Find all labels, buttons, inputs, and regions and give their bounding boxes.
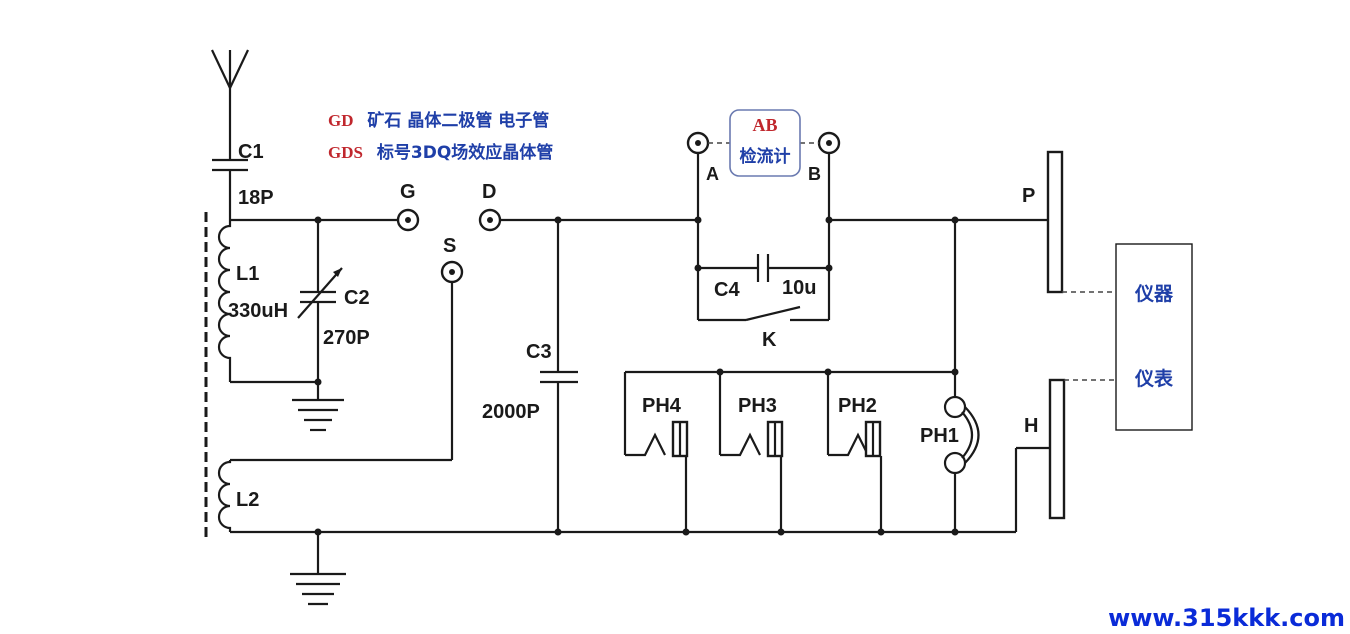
l1-value-label: 330uH [228, 300, 288, 322]
terminal-a [686, 131, 710, 155]
legend-gds-text: 标号3DQ场效应晶体管 [377, 142, 553, 163]
plate-h-label: H [1024, 415, 1038, 437]
headphone-ph2 [826, 372, 883, 532]
ph2-label: PH2 [838, 395, 877, 417]
c4-label: C4 [714, 279, 740, 301]
legend-gd: GD 矿石 晶体二极管 电子管 [328, 110, 549, 131]
galvanometer-box [729, 109, 801, 177]
capacitor-c3 [540, 220, 578, 532]
instrument-line2: 仪表 [1134, 367, 1174, 390]
terminal-g [396, 208, 420, 232]
capacitor-c4 [756, 254, 770, 282]
c3-label: C3 [526, 341, 552, 363]
watermark-url: www.315kkk.com [1108, 604, 1345, 632]
c2-label: C2 [344, 287, 370, 309]
legend-gd-code: GD [328, 111, 354, 130]
c2-value-label: 270P [323, 327, 370, 349]
legend-gds-code: GDS [328, 143, 363, 162]
legend-gds: GDS 标号3DQ场效应晶体管 [328, 142, 553, 163]
capacitor-c2-variable [297, 220, 343, 400]
c1-label: C1 [238, 141, 264, 163]
terminal-g-label: G [400, 181, 416, 203]
headphone-ph4 [623, 372, 689, 532]
plate-h [1048, 378, 1066, 520]
ground-symbol-lower [290, 572, 346, 606]
terminal-d-label: D [482, 181, 496, 203]
instrument-line1: 仪器 [1134, 283, 1174, 305]
terminal-b-label: B [808, 164, 821, 184]
legend-gd-text: 矿石 晶体二极管 电子管 [367, 110, 549, 131]
terminal-b [817, 131, 841, 155]
antenna-symbol [211, 49, 249, 140]
terminal-d [478, 208, 502, 232]
instrument-box [1115, 243, 1193, 431]
c3-value-label: 2000P [482, 401, 540, 423]
plate-p [1046, 150, 1064, 294]
switch-k [698, 305, 829, 322]
inductor-l2 [217, 460, 232, 532]
headphone-ph1 [943, 395, 980, 532]
terminal-s [440, 260, 464, 284]
l1-label: L1 [236, 263, 259, 285]
inductor-l1 [217, 218, 318, 384]
ground-symbol-upper [292, 398, 344, 432]
terminal-a-label: A [706, 164, 719, 184]
ph1-label: PH1 [920, 425, 959, 447]
galvanometer-code: AB [752, 115, 777, 135]
c4-value-label: 10u [782, 277, 816, 299]
switch-k-label: K [762, 329, 777, 351]
l2-label: L2 [236, 489, 259, 511]
galvanometer-name: 检流计 [740, 146, 791, 167]
c1-value-label: 18P [238, 187, 274, 209]
ph4-label: PH4 [642, 395, 682, 417]
capacitor-c1 [212, 140, 248, 220]
terminal-s-label: S [443, 235, 456, 257]
headphone-ph3 [718, 372, 784, 532]
ph3-label: PH3 [738, 395, 777, 417]
plate-p-label: P [1022, 185, 1035, 207]
